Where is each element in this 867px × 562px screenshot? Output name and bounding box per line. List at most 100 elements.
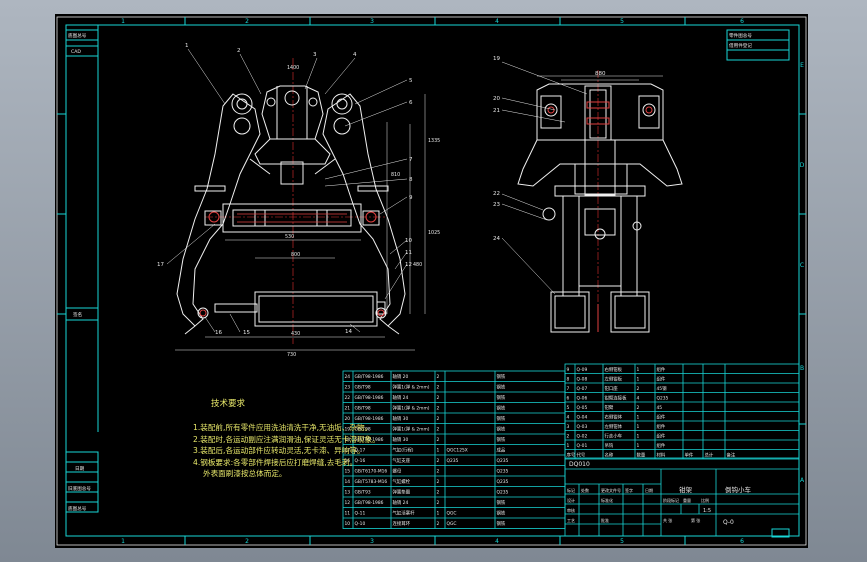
bom-cell: Q-02 bbox=[577, 434, 588, 440]
callout-label: 4 bbox=[353, 52, 357, 58]
bom-header-cell: 代号 bbox=[577, 452, 586, 459]
col-number: 2 bbox=[245, 18, 249, 25]
drawing-sheet: 1 2 3 4 5 6 1 2 3 4 5 6 E D C B A 底图总号 C… bbox=[55, 14, 808, 548]
col-number: 1 bbox=[121, 538, 125, 545]
bom-cell: 2 bbox=[437, 437, 440, 443]
bom-cell: Q235 bbox=[497, 490, 509, 496]
bom-cell: 7 bbox=[567, 386, 570, 392]
inner-frame bbox=[65, 24, 800, 537]
bom-cell: Q-17 bbox=[355, 448, 366, 454]
bom-cell: 钢铁 bbox=[497, 405, 506, 412]
bom-cell: 钢铁 bbox=[497, 384, 506, 391]
title-block-label: 签字 bbox=[625, 487, 633, 493]
dimension-label: 730 bbox=[287, 352, 296, 358]
bom-table-left bbox=[342, 370, 566, 529]
callout-label: 20 bbox=[493, 96, 500, 102]
bom-cell: 右侧钳体 bbox=[605, 414, 623, 421]
bom-cell: 钢铁 bbox=[497, 520, 506, 527]
bom-cell: 气缸支座 bbox=[393, 457, 411, 464]
technical-requirements-title: 技术要求 bbox=[211, 399, 246, 409]
bom-cell: 2 bbox=[437, 490, 440, 496]
bom-cell: 组件 bbox=[657, 366, 666, 373]
bom-cell: 钢铁 bbox=[497, 426, 506, 433]
bom-cell: 2 bbox=[437, 458, 440, 464]
bom-cell: 轴销 24 bbox=[393, 394, 409, 401]
bom-cell: 连接耳环 bbox=[393, 520, 411, 527]
title-block-label: 共 张 bbox=[663, 517, 672, 523]
bom-cell: 45 bbox=[657, 405, 663, 411]
callout-label: 14 bbox=[345, 329, 352, 335]
bom-cell: Q235 bbox=[497, 469, 509, 475]
bom-cell: 4 bbox=[637, 396, 640, 402]
dimension-label: 480 bbox=[413, 262, 422, 268]
bom-cell: GB/T98-1986 bbox=[355, 437, 384, 443]
bom-cell: 23 bbox=[345, 385, 351, 391]
bom-cell: GB/T98 bbox=[355, 406, 371, 412]
dimension-label: 1400 bbox=[287, 65, 299, 71]
bom-cell: 20 bbox=[345, 416, 351, 422]
bom-header-cell: 备注 bbox=[727, 452, 736, 459]
bom-cell: 组件 bbox=[657, 414, 666, 421]
bom-cell: 轴销 30 bbox=[393, 415, 409, 422]
bom-cell: 14 bbox=[345, 479, 351, 485]
callout-label: 12 bbox=[405, 262, 412, 268]
bom-cell: 弹簧1(弹 & 2mm) bbox=[393, 405, 430, 412]
bom-cell: 1 bbox=[637, 415, 640, 421]
title-block-title: 钳架 bbox=[679, 485, 693, 494]
bom-cell: 16 bbox=[345, 458, 351, 464]
title-block-label: 标准化 bbox=[601, 497, 613, 503]
title-block-label: 更改文件号 bbox=[601, 487, 621, 493]
bom-cell: 组件 bbox=[657, 376, 666, 383]
front-view: 1 2 3 4 5 6 7 8 9 10 11 12 14 15 16 17 1… bbox=[157, 43, 440, 358]
title-block-label: 审核 bbox=[567, 507, 575, 513]
bom-cell: Q-07 bbox=[577, 386, 588, 392]
bom-cell: 1 bbox=[637, 367, 640, 373]
bom-cell: 钢铁 bbox=[497, 499, 506, 506]
left-column-label: 签名 bbox=[73, 311, 82, 318]
bom-cell: GB/T98-1986 bbox=[355, 395, 384, 401]
left-column-label: 旧底图总号 bbox=[68, 485, 91, 492]
callout-label: 15 bbox=[243, 330, 250, 336]
bom-cell: 2 bbox=[437, 427, 440, 433]
bom-cell: 6 bbox=[567, 396, 570, 402]
bom-cell: 9 bbox=[567, 367, 570, 373]
row-letter: B bbox=[800, 365, 804, 372]
bom-cell: 15 bbox=[345, 469, 351, 475]
bom-cell: QGC bbox=[447, 521, 457, 527]
bom-cell: QGC125X bbox=[447, 448, 468, 454]
top-right-label: 零件图总号 bbox=[729, 32, 752, 39]
bom-cell: GB/T98 bbox=[355, 427, 371, 433]
title-block-product: 倒钩小车 bbox=[725, 485, 752, 494]
bom-header-cell: 名称 bbox=[605, 452, 614, 459]
bom-cell: Q-04 bbox=[577, 415, 588, 421]
col-number: 3 bbox=[370, 538, 374, 545]
bom-cell: 2 bbox=[437, 469, 440, 475]
bom-header-cell: 单件 bbox=[685, 452, 694, 459]
callout-label: 16 bbox=[215, 330, 222, 336]
bom-cell: 1 bbox=[637, 443, 640, 449]
col-number: 6 bbox=[740, 538, 744, 545]
bom-cell: Q-16 bbox=[355, 458, 366, 464]
bom-header-cell: 数量 bbox=[637, 452, 646, 459]
title-block-code: DQ010 bbox=[569, 461, 590, 468]
col-number: 1 bbox=[121, 18, 125, 25]
bom-header-cell: 序号 bbox=[567, 452, 576, 459]
bom-cell: 气缸螺栓 bbox=[393, 478, 411, 485]
bom-cell: 17 bbox=[345, 448, 351, 454]
technical-requirement-line: 2.装配时,各运动副应注满润滑油,保证灵活无卡滞现象。 bbox=[193, 434, 380, 444]
bom-cell: 右侧钳板 bbox=[605, 366, 623, 373]
bom-cell: 钳臂 bbox=[605, 404, 614, 411]
bom-cell: 行走小车 bbox=[605, 433, 623, 440]
bom-cell: Q-09 bbox=[577, 367, 588, 373]
bom-cell: 钢铁 bbox=[497, 394, 506, 401]
bom-cell: 组件 bbox=[657, 442, 666, 449]
row-letter: C bbox=[800, 262, 804, 269]
bom-cell: 钢铁 bbox=[497, 373, 506, 380]
bom-cell: Q-06 bbox=[577, 396, 588, 402]
callout-label: 6 bbox=[409, 100, 413, 106]
bom-cell: GB/T98-1986 bbox=[355, 374, 384, 380]
col-number: 3 bbox=[370, 18, 374, 25]
title-block-drawing-no: Q-0 bbox=[723, 519, 734, 526]
title-block-scale: 1:5 bbox=[703, 508, 711, 514]
